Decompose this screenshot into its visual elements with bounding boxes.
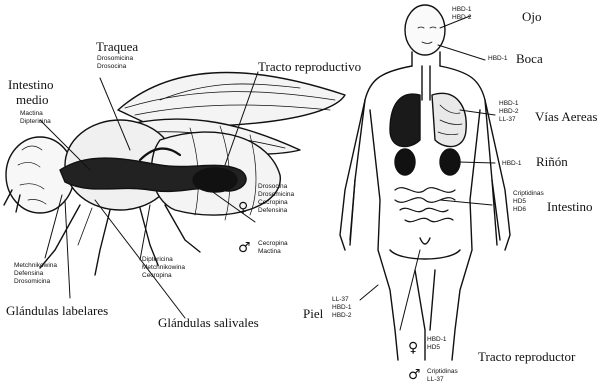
male-symbol-fly: ♂ xyxy=(238,240,251,256)
male-symbol-human: ♂ xyxy=(408,367,421,383)
fly-illustration xyxy=(4,73,345,276)
female-symbol-human: ♀ xyxy=(408,340,418,356)
label-tracto-reproductivo: Tracto reproductivo xyxy=(258,60,361,74)
label-intestino-medio-line1: Intestino xyxy=(8,78,54,92)
item-boca: HBD-1 xyxy=(488,55,508,63)
human-illustration xyxy=(340,5,510,360)
label-glandulas-labelares: Glándulas labelares xyxy=(6,304,108,318)
label-piel: Piel xyxy=(303,307,323,321)
label-traquea: Traquea xyxy=(96,40,138,54)
label-tracto-reproductor: Tracto reproductor xyxy=(478,350,575,364)
label-vias-aereas: Vías Aereas xyxy=(535,110,597,124)
label-rinon: Riñón xyxy=(536,155,568,169)
label-intestino: Intestino xyxy=(547,200,593,214)
label-ojo: Ojo xyxy=(522,10,542,24)
label-boca: Boca xyxy=(516,52,543,66)
female-symbol-fly: ♀ xyxy=(238,200,248,216)
label-intestino-medio-line2: medio xyxy=(16,93,49,107)
item-rinon: HBD-1 xyxy=(502,160,522,168)
human-pointer-lines xyxy=(360,16,495,330)
label-glandulas-salivales: Glándulas salivales xyxy=(158,316,259,330)
